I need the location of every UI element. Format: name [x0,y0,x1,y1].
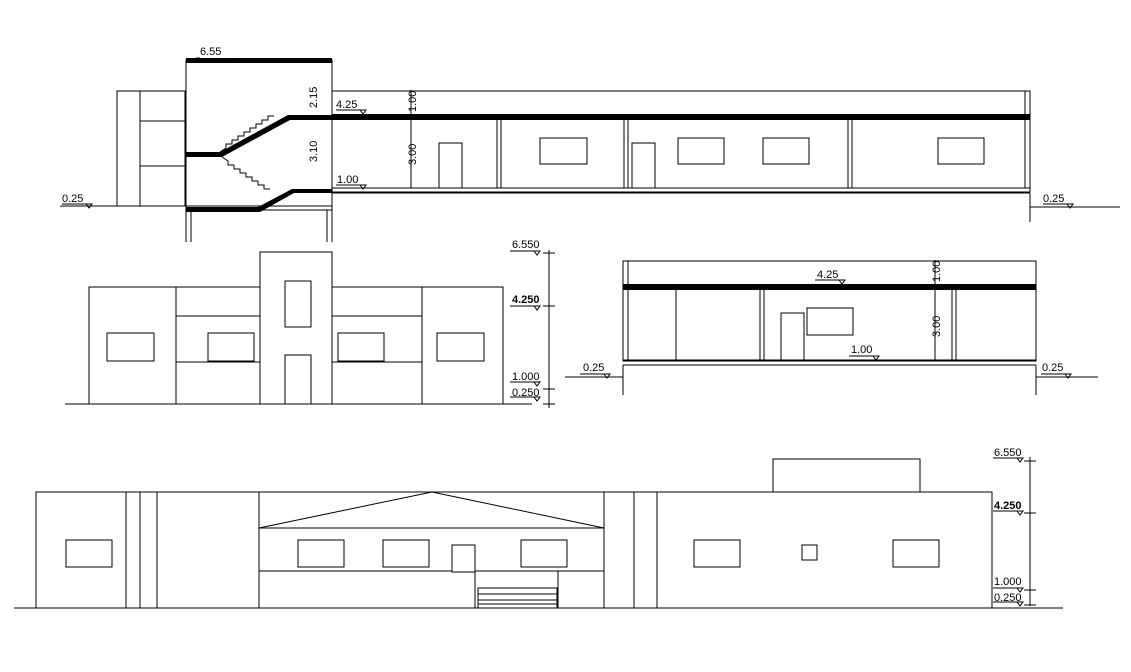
window [106,332,155,362]
dim-parapet: 1.00 [931,261,943,282]
window [451,544,476,573]
window [337,332,385,362]
window [693,539,741,568]
level-top: 6.550 [512,239,540,251]
level-ground: 0.250 [994,592,1022,604]
dim-stair-lower: 3.10 [308,141,320,162]
dim-wall-height: 3.00 [931,316,943,337]
window [806,307,854,336]
level-roof: 4.250 [994,500,1022,512]
front-elevation: 6.550 4.250 1.000 0.250 [65,239,555,408]
door [631,142,656,189]
level-floor: 1.000 [994,576,1022,588]
entrance-steps [477,587,558,609]
section-a-long-body [331,90,1031,193]
level-ground-left: 0.25 [62,193,83,205]
level-top: 6.550 [994,447,1022,459]
section-a: 6.55 2.15 3.10 4.25 1.00 3.00 1.00 0.25 … [60,46,1120,242]
window [65,539,113,568]
level-ground: 0.250 [512,387,540,399]
level-stair-top: 6.55 [200,46,221,58]
window [382,539,430,568]
section-a-left-block [116,90,186,207]
section-b-body [622,260,1037,362]
window [520,539,568,568]
window [297,539,345,568]
window [937,137,985,165]
dim-parapet: 1.00 [407,91,419,112]
window [539,137,588,165]
door [438,142,463,189]
level-floor: 1.000 [512,371,540,383]
pavilion-gable [258,491,605,529]
level-ground-right: 0.25 [1043,193,1064,205]
dim-stair-upper: 2.15 [308,87,320,108]
dim-wall-height: 3.00 [407,144,419,165]
level-ground-right: 0.25 [1042,362,1063,374]
stair-flights [186,115,332,212]
section-b: 4.25 1.00 3.00 1.00 0.25 0.25 [565,260,1098,395]
door [780,312,805,361]
level-roof: 4.25 [817,269,838,281]
window [207,332,255,362]
window [892,539,940,568]
level-roof: 4.25 [336,99,357,111]
long-elevation: 6.550 4.250 1.000 0.250 [14,447,1063,609]
window-small [801,544,818,561]
level-floor: 1.00 [851,344,872,356]
window [762,137,810,165]
level-floor: 1.00 [337,174,358,186]
window [436,332,485,362]
tower-window-upper [284,280,312,328]
long-rooftop-box [772,458,921,493]
level-roof: 4.250 [512,294,540,306]
level-ground-left: 0.25 [583,362,604,374]
window [677,137,725,165]
tower-window-lower [284,354,312,405]
